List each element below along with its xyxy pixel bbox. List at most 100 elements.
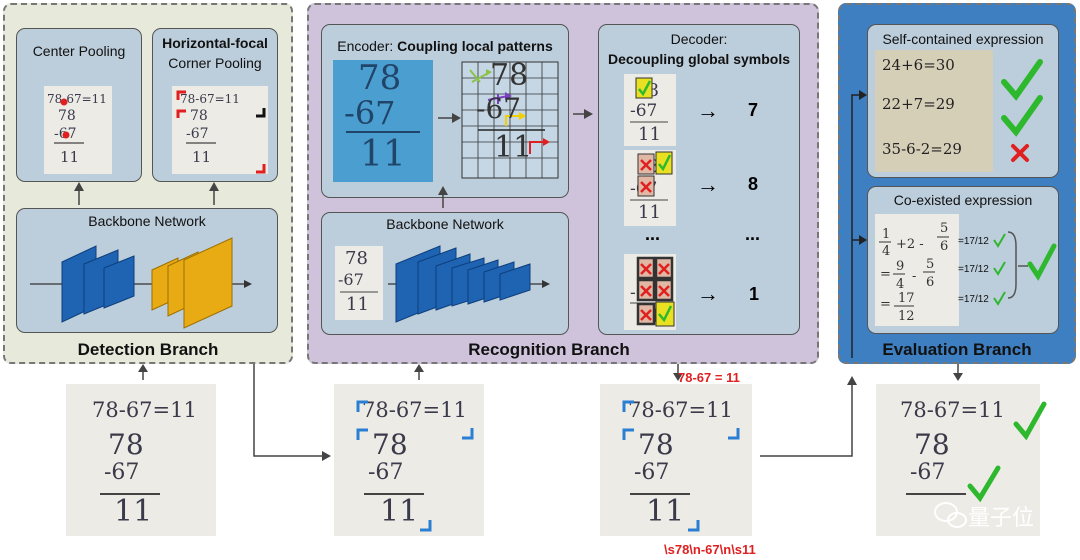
corner-num2: -67	[186, 126, 209, 142]
center-result: 11	[60, 148, 80, 166]
decoder-output-4: 1	[749, 284, 760, 304]
recognition-branch-label: Recognition Branch	[468, 340, 630, 359]
b3-num1: 78	[638, 428, 674, 461]
b1-result: 11	[114, 494, 153, 529]
encoder-grid-result: 11	[494, 130, 533, 165]
latex-label: \s78\n-67\n\s11	[664, 542, 756, 557]
recognized-label: 78-67 = 11	[678, 370, 740, 385]
recognition-backbone-image	[335, 246, 383, 320]
watermark-text: 量子位	[968, 506, 1035, 531]
b4-num2: -67	[910, 460, 946, 485]
evaluation-inner-arrows	[851, 90, 867, 358]
b2-num2: -67	[368, 460, 404, 485]
corner-result: 11	[192, 148, 212, 166]
rb-num2: -67	[338, 270, 364, 289]
corner-title-rest: Corner Pooling	[168, 55, 262, 71]
svg-text:6: 6	[940, 239, 948, 254]
co-existed-image	[875, 214, 959, 326]
svg-text:5: 5	[926, 257, 934, 272]
b2-eq: 78-67=11	[362, 398, 467, 422]
b2-num1: 78	[372, 428, 408, 461]
b4-eq: 78-67=11	[900, 398, 1005, 422]
center-points	[54, 98, 84, 144]
bottom-image-4	[876, 384, 1040, 536]
decoder-arrow-1: →	[697, 98, 719, 123]
b4-num1: 78	[914, 428, 950, 461]
svg-text:-67: -67	[630, 101, 657, 121]
b1-num1: 78	[108, 428, 144, 461]
corner-title-bold: Horizontal-focal	[162, 35, 268, 51]
encoder-bold: Coupling local patterns	[397, 38, 553, 54]
b1-num2: -67	[104, 460, 140, 485]
decoder-line1: Decoder:	[670, 31, 728, 47]
center-num1: 78	[58, 108, 76, 124]
evaluation-branch-label: Evaluation Branch	[882, 340, 1032, 359]
rb-result: 11	[346, 294, 369, 315]
detection-up-arrows	[74, 182, 219, 205]
self-row-2: 22+7=29	[882, 95, 955, 113]
encoder-num1: 78	[358, 58, 402, 98]
detection-backbone-label: Backbone Network	[88, 213, 206, 229]
self-contained-image	[875, 50, 993, 172]
encoder-grid-num1: 78	[490, 58, 529, 93]
encoder-input-image	[333, 60, 433, 182]
detection-branch-label: Detection Branch	[77, 340, 219, 359]
coexist-result-1: =17/12	[958, 236, 989, 247]
encoder-prefix: Encoder:	[337, 38, 398, 54]
b3-result: 11	[646, 494, 685, 529]
self-contained-verdicts	[1001, 59, 1043, 162]
decoder-output-2: 8	[748, 174, 759, 194]
detection-backbone-layers	[30, 237, 252, 329]
recognition-backbone-layers	[340, 109, 593, 323]
rb-num1: 78	[345, 248, 368, 269]
svg-text:4: 4	[896, 277, 904, 292]
encoder-grid	[346, 61, 559, 179]
coexist-result-3: =17/12	[958, 294, 989, 305]
encoder-title: Encoder: Coupling local patterns	[321, 38, 569, 54]
decoder-arrow-3: →	[697, 281, 719, 306]
svg-text:+2 -: +2 -	[896, 237, 924, 252]
svg-text:6: 6	[926, 275, 934, 290]
svg-text:4: 4	[882, 244, 890, 259]
self-row-1: 24+6=30	[882, 56, 955, 74]
svg-text:9: 9	[896, 259, 904, 274]
recognition-backbone-label: Backbone Network	[386, 216, 504, 232]
encoder-grid-num2: -67	[476, 92, 522, 125]
center-pooling-title: Center Pooling	[32, 43, 126, 59]
svg-text:-: -	[912, 269, 916, 284]
b1-eq: 78-67=11	[92, 398, 197, 422]
coexist-result-2: =17/12	[958, 264, 989, 275]
bottom-image-1	[66, 384, 216, 536]
corner-marks	[176, 90, 266, 174]
self-row-3: 35-6-2=29	[882, 140, 962, 158]
decoder-output-dots: ...	[745, 224, 761, 244]
decoder-bold: Decoupling global symbols	[607, 51, 791, 67]
co-existed-title: Co-existed expression	[893, 192, 1033, 208]
corner-num1: 78	[190, 108, 208, 124]
decoder-arrow-2: →	[697, 172, 719, 197]
svg-text:11: 11	[638, 202, 661, 223]
svg-text:=: =	[880, 297, 891, 312]
svg-text:5: 5	[940, 221, 948, 236]
svg-text:17: 17	[898, 291, 915, 306]
svg-text:=: =	[880, 267, 891, 282]
b2-result: 11	[380, 494, 419, 529]
center-pooling-image	[44, 86, 112, 174]
svg-text:1: 1	[882, 227, 890, 242]
decoder-output-1: 7	[748, 100, 759, 120]
self-contained-title: Self-contained expression	[882, 31, 1044, 47]
svg-text:11: 11	[638, 124, 661, 145]
corner-eq: 78-67=11	[180, 92, 240, 106]
detection-backbone-panel	[16, 208, 278, 333]
b3-num2: -67	[634, 460, 670, 485]
center-eq: 78-67=11	[47, 92, 107, 106]
encoder-result: 11	[360, 134, 406, 175]
bottom-marks	[100, 364, 1047, 532]
b3-eq: 78-67=11	[628, 398, 733, 422]
corner-pooling-image	[172, 86, 268, 174]
encoder-num2: -67	[344, 94, 396, 132]
decoder-dots-left: ...	[645, 224, 661, 244]
svg-text:12: 12	[898, 309, 915, 324]
